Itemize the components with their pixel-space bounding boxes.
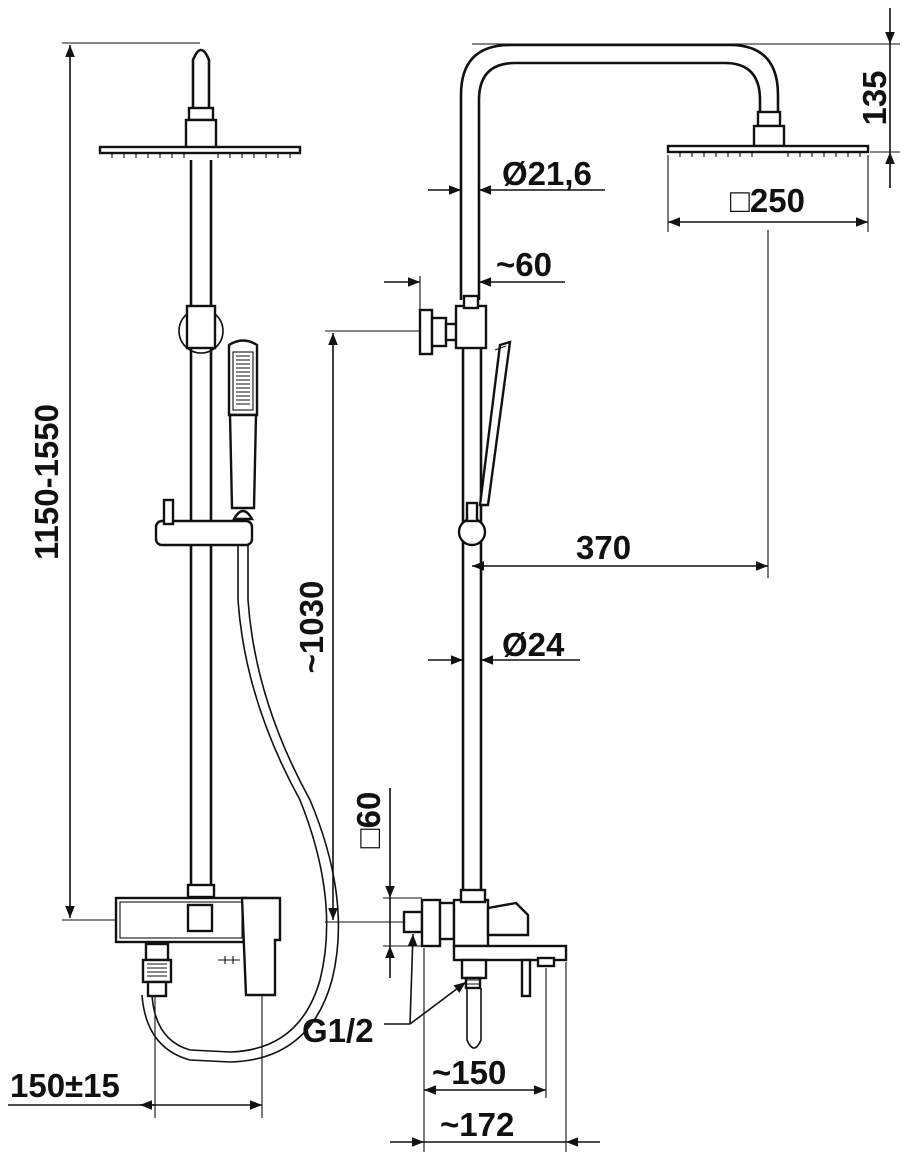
dim-mixer-body-size: □60 xyxy=(350,792,387,849)
front-wall-bracket xyxy=(178,304,224,354)
dim-spout-projection: ~150 xyxy=(432,1054,506,1091)
side-wall-bracket xyxy=(418,294,488,356)
front-hand-shower xyxy=(227,339,259,510)
front-slide-holder xyxy=(154,498,255,547)
side-riser-pipe xyxy=(459,43,786,890)
front-riser-pipe xyxy=(184,48,218,899)
dim-total-height: 1150-1550 xyxy=(28,404,65,560)
front-mixer xyxy=(114,896,282,998)
side-hand-shower xyxy=(478,340,512,507)
dim-pipe-diameter-upper: Ø21,6 xyxy=(502,155,592,192)
side-slide-holder xyxy=(457,501,487,547)
dim-wall-bracket-offset: ~60 xyxy=(496,246,552,283)
dim-mixer-depth: ~172 xyxy=(440,1106,514,1143)
dim-connection-thread: G1/2 xyxy=(302,1012,374,1049)
front-view: 1150-1550 150±15 xyxy=(8,42,340,1118)
dim-arm-reach: 370 xyxy=(576,529,631,566)
side-view: 135 Ø21,6 □250 ~60 370 Ø24 ~1030 □60 G1/… xyxy=(293,8,900,1152)
dim-head-drop: 135 xyxy=(856,70,893,125)
front-hose xyxy=(141,545,340,1063)
front-shower-head xyxy=(98,145,302,158)
side-shower-head xyxy=(666,144,870,157)
dim-mixer-to-bracket: ~1030 xyxy=(293,581,330,674)
side-mixer xyxy=(402,888,568,1049)
dim-pipe-diameter-lower: Ø24 xyxy=(502,626,565,663)
dim-connection-spacing: 150±15 xyxy=(10,1067,120,1104)
dim-shower-head-size: □250 xyxy=(730,182,805,219)
